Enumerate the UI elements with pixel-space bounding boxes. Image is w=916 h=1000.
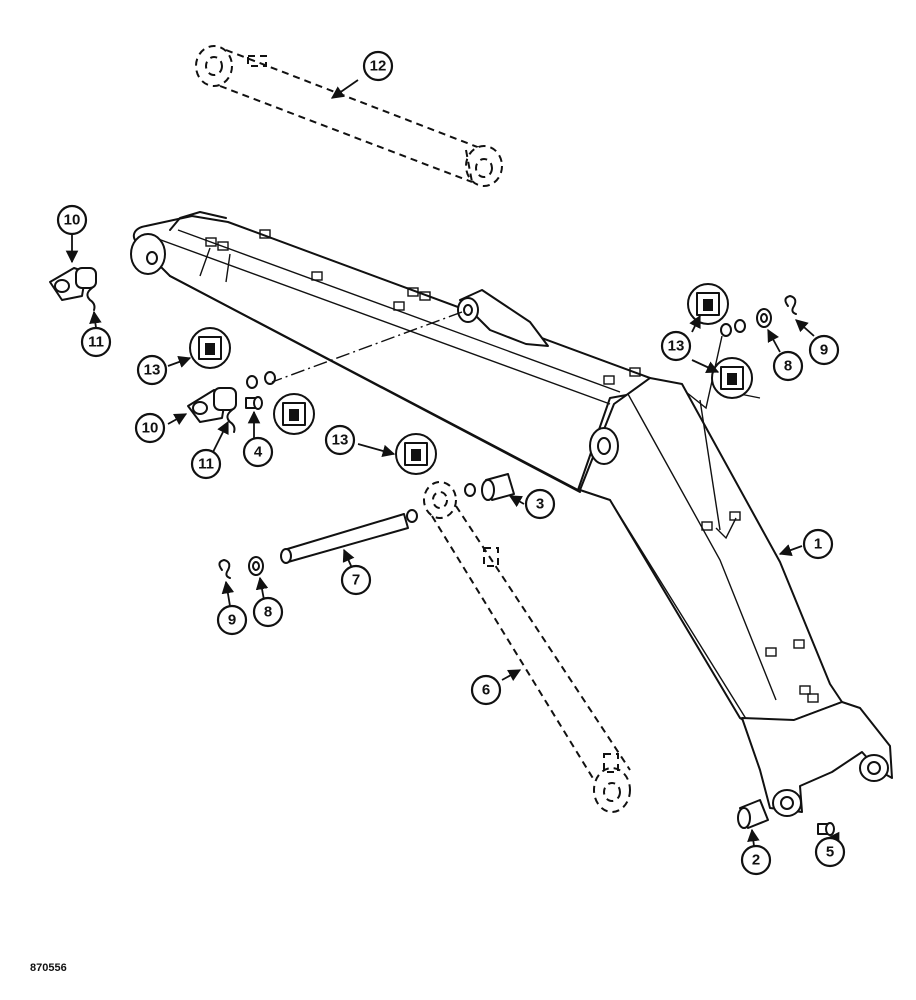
new-part-badge [687, 283, 729, 325]
callout-8-right: 8 [772, 350, 804, 382]
callout-13-right: 13 [660, 330, 692, 362]
washer-left [248, 556, 264, 576]
new-part-badge [711, 357, 753, 399]
svg-text:10: 10 [142, 420, 159, 437]
callout-9-right: 9 [808, 334, 840, 366]
figure-number: 870556 [30, 962, 67, 974]
callout-11-lower: 11 [190, 448, 222, 480]
svg-text:3: 3 [536, 496, 544, 513]
leader-lines [65, 79, 840, 847]
clip-left [218, 559, 231, 579]
new-part-badge [273, 393, 315, 435]
svg-text:10: 10 [64, 212, 81, 229]
callout-12: 12 [362, 50, 394, 82]
o-ring [246, 375, 258, 389]
callout-8-left: 8 [252, 596, 284, 628]
callout-13-middle: 13 [324, 424, 356, 456]
washer-right-hole [760, 313, 768, 323]
new-part-badge [395, 433, 437, 475]
svg-text:12: 12 [370, 58, 387, 75]
centerline [271, 311, 463, 383]
washer-right [756, 308, 772, 328]
long-pin [280, 513, 409, 564]
boom-assembly [130, 211, 893, 817]
svg-text:13: 13 [144, 362, 161, 379]
o-ring [406, 509, 418, 523]
callout-2: 2 [740, 844, 772, 876]
pin-plate-upper [49, 267, 97, 301]
callout-6: 6 [470, 674, 502, 706]
callout-5: 5 [814, 836, 846, 868]
callout-10-lower: 10 [134, 412, 166, 444]
svg-text:11: 11 [198, 456, 214, 473]
clip-right [784, 295, 797, 315]
callout-1: 1 [802, 528, 834, 560]
clip-lower [226, 409, 236, 433]
callout-10-upper: 10 [56, 204, 88, 236]
new-part-badge [189, 327, 231, 369]
svg-text:9: 9 [820, 342, 828, 359]
callout-9-left: 9 [216, 604, 248, 636]
svg-text:8: 8 [264, 604, 272, 621]
svg-text:1: 1 [814, 536, 822, 553]
callout-7: 7 [340, 564, 372, 596]
pin-plate-lower [187, 387, 237, 423]
svg-text:6: 6 [482, 682, 490, 699]
callout-3: 3 [524, 488, 556, 520]
svg-text:4: 4 [254, 444, 263, 461]
o-ring [734, 319, 746, 333]
bushing-lower [737, 799, 769, 829]
svg-text:9: 9 [228, 612, 236, 629]
fitting-lower [817, 822, 835, 836]
callout-13-left: 13 [136, 354, 168, 386]
svg-text:11: 11 [88, 334, 104, 351]
svg-text:2: 2 [752, 852, 760, 869]
boom-cylinder-dashed [195, 45, 503, 187]
o-ring [720, 323, 732, 337]
svg-text:5: 5 [826, 844, 834, 861]
washer-left-hole [252, 561, 260, 571]
bucket-cylinder-dashed [423, 481, 631, 813]
clip-upper [86, 287, 96, 311]
o-ring [264, 371, 276, 385]
bushing-mid [481, 473, 515, 501]
svg-text:8: 8 [784, 358, 792, 375]
svg-text:13: 13 [668, 338, 685, 355]
o-ring [464, 483, 476, 497]
svg-text:13: 13 [332, 432, 349, 449]
grease-fitting [245, 396, 263, 410]
callout-4: 4 [242, 436, 274, 468]
svg-text:7: 7 [352, 572, 360, 589]
callout-11-upper: 11 [80, 326, 112, 358]
leader-upper-right [685, 335, 723, 410]
